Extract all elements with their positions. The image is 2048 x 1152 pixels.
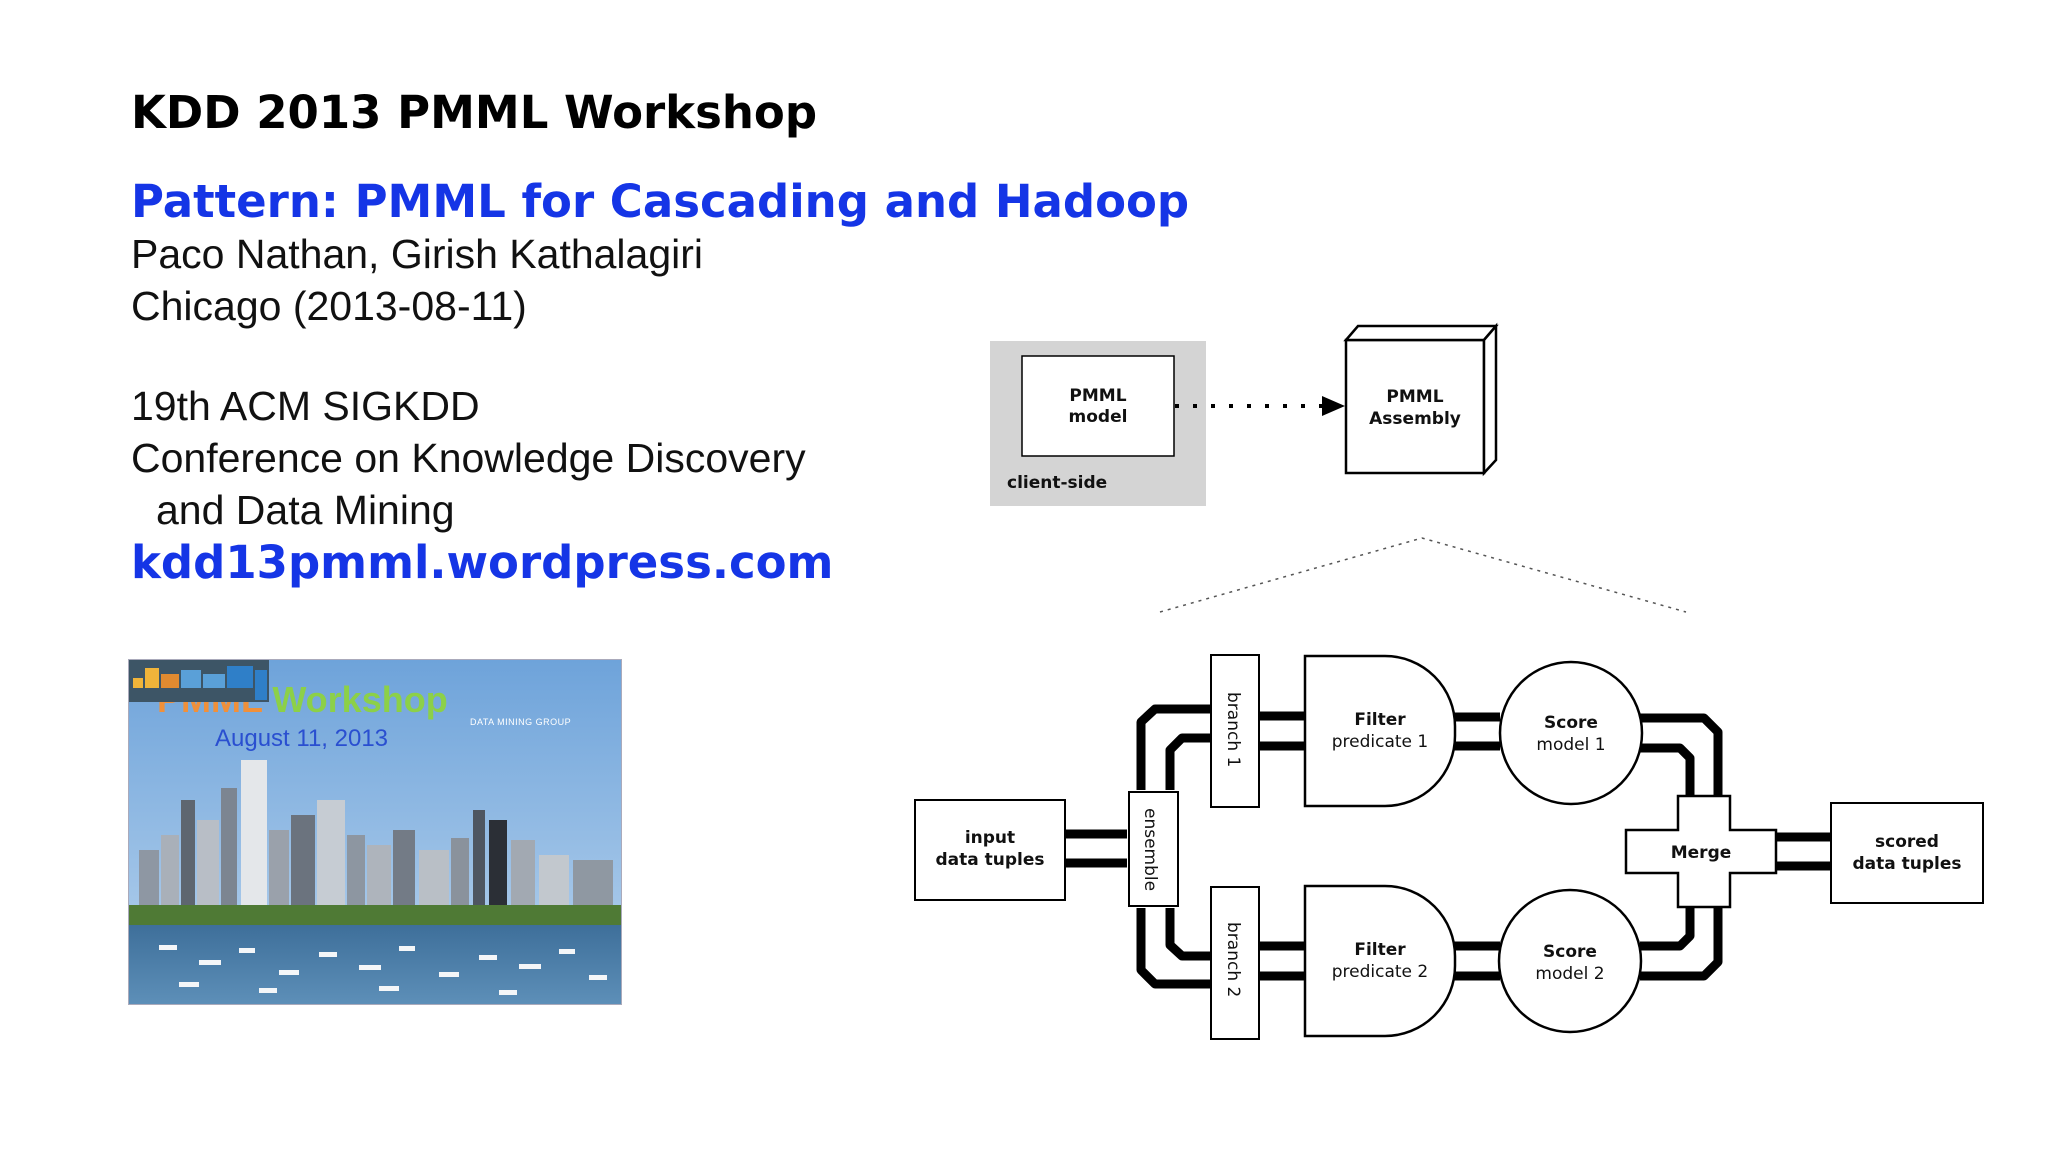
score-2-circle xyxy=(1497,888,1643,1034)
photo-date: August 11, 2013 xyxy=(215,725,389,752)
ensemble-box xyxy=(1128,791,1179,907)
place-date: Chicago (2013-08-11) xyxy=(131,283,527,329)
filter-2-label-1: Filter xyxy=(1354,940,1406,960)
authors: Paco Nathan, Girish Kathalagiri xyxy=(131,231,704,277)
ensemble-label: ensemble xyxy=(1140,808,1160,891)
input-label-2: data tuples xyxy=(935,850,1044,870)
assembly-label-2: Assembly xyxy=(1369,409,1461,429)
pmml-model-label-2: model xyxy=(1069,407,1128,427)
pmml-assembly-cube xyxy=(1343,322,1499,477)
conference-line-3: and Data Mining xyxy=(156,487,455,533)
output-label-1: scored xyxy=(1875,832,1939,852)
workshop-photo: PMML Workshop August 11, 2013 DATA MININ… xyxy=(128,659,622,1005)
client-side-label: client-side xyxy=(1007,473,1107,493)
conference-line-1: 19th ACM SIGKDD xyxy=(131,383,480,429)
branch-1-label: branch 1 xyxy=(1223,692,1243,767)
photo-title-workshop: Workshop xyxy=(272,679,448,720)
input-label-1: input xyxy=(965,828,1015,848)
filter-2-shape xyxy=(1303,884,1457,1038)
output-label-2: data tuples xyxy=(1852,854,1961,874)
chicago-skyline-illustration xyxy=(129,660,621,1004)
dmg-logo-text: DATA MINING GROUP xyxy=(470,717,572,727)
input-box xyxy=(914,799,1066,901)
branch-1-box xyxy=(1210,654,1260,808)
workshop-url: kdd13pmml.wordpress.com xyxy=(131,536,834,589)
branch-2-box xyxy=(1210,886,1260,1040)
score-1-label-1: Score xyxy=(1544,713,1598,733)
talk-title: Pattern: PMML for Cascading and Hadoop xyxy=(131,175,1190,228)
merge-shape xyxy=(1624,794,1778,909)
dmg-logo-icon xyxy=(129,660,269,702)
merge-label: Merge xyxy=(1671,843,1732,863)
output-box xyxy=(1830,802,1984,904)
pmml-model-label-1: PMML xyxy=(1069,386,1126,406)
arrow-head-icon xyxy=(1322,396,1345,416)
conference-line-2: Conference on Knowledge Discovery xyxy=(131,435,806,481)
filter-1-shape xyxy=(1303,654,1457,808)
filter-1-label-1: Filter xyxy=(1354,710,1406,730)
branch-2-label: branch 2 xyxy=(1223,922,1243,997)
flow-pipes xyxy=(1063,704,1830,989)
assembly-label-1: PMML xyxy=(1386,387,1443,407)
filter-2-label-2: predicate 2 xyxy=(1332,962,1429,982)
pmml-model-box xyxy=(1021,355,1175,457)
score-1-label-2: model 1 xyxy=(1536,735,1605,755)
score-2-label-2: model 2 xyxy=(1535,964,1604,984)
zoom-lines xyxy=(1159,537,1687,613)
filter-1-label-2: predicate 1 xyxy=(1332,732,1429,752)
slide-title: KDD 2013 PMML Workshop xyxy=(131,86,818,139)
score-1-circle xyxy=(1498,660,1644,806)
score-2-label-1: Score xyxy=(1543,942,1597,962)
